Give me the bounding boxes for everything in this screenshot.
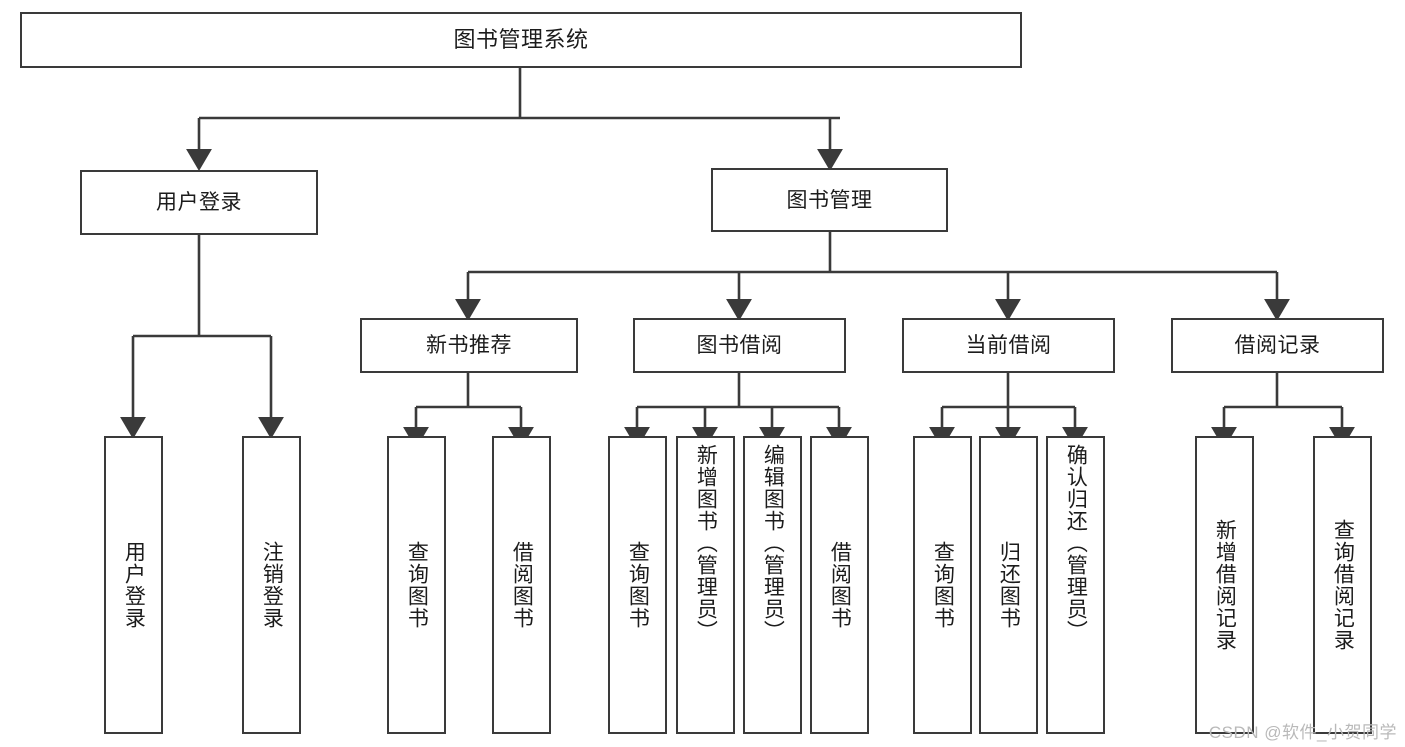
node-leaf-logout-login-label: 注销登录 (260, 541, 284, 629)
node-leaf-query-book-2[interactable]: 查询图书 (608, 436, 667, 734)
node-leaf-add-book-label: 新增图书（管理员） (694, 444, 718, 642)
node-leaf-query-book-1-label: 查询图书 (405, 541, 429, 629)
node-leaf-add-book[interactable]: 新增图书（管理员） (676, 436, 735, 734)
node-leaf-borrow-book-1[interactable]: 借阅图书 (492, 436, 551, 734)
node-leaf-return-book-label: 归还图书 (997, 541, 1021, 629)
node-current-borrow[interactable]: 当前借阅 (902, 318, 1115, 373)
node-leaf-query-record[interactable]: 查询借阅记录 (1313, 436, 1372, 734)
node-new-book-recommend[interactable]: 新书推荐 (360, 318, 578, 373)
node-leaf-borrow-book-2-label: 借阅图书 (828, 541, 852, 629)
node-leaf-edit-book-label: 编辑图书（管理员） (761, 444, 785, 642)
node-leaf-query-record-label: 查询借阅记录 (1331, 519, 1355, 651)
node-current-borrow-label: 当前借阅 (965, 334, 1052, 357)
node-new-book-recommend-label: 新书推荐 (426, 334, 512, 357)
node-leaf-query-book-3-label: 查询图书 (931, 541, 955, 629)
node-leaf-user-login-label: 用户登录 (122, 541, 146, 629)
node-leaf-add-record[interactable]: 新增借阅记录 (1195, 436, 1254, 734)
csdn-watermark: CSDN @软件_小贺同学 (1208, 723, 1397, 742)
node-leaf-query-book-3[interactable]: 查询图书 (913, 436, 972, 734)
node-leaf-edit-book[interactable]: 编辑图书（管理员） (743, 436, 802, 734)
node-leaf-borrow-book-2[interactable]: 借阅图书 (810, 436, 869, 734)
node-book-borrow[interactable]: 图书借阅 (633, 318, 846, 373)
node-leaf-user-login[interactable]: 用户登录 (104, 436, 163, 734)
node-book-borrow-label: 图书借阅 (696, 334, 783, 357)
node-leaf-return-book[interactable]: 归还图书 (979, 436, 1038, 734)
node-user-login-label: 用户登录 (156, 191, 242, 214)
node-leaf-borrow-book-1-label: 借阅图书 (510, 541, 534, 629)
node-borrow-record[interactable]: 借阅记录 (1171, 318, 1384, 373)
node-leaf-confirm-return[interactable]: 确认归还（管理员） (1046, 436, 1105, 734)
node-root-system-label: 图书管理系统 (453, 27, 589, 52)
node-book-manage-label: 图书管理 (786, 188, 873, 212)
node-borrow-record-label: 借阅记录 (1234, 334, 1321, 357)
node-leaf-confirm-return-label: 确认归还（管理员） (1064, 444, 1088, 642)
node-book-manage[interactable]: 图书管理 (711, 168, 948, 232)
node-leaf-query-book-1[interactable]: 查询图书 (387, 436, 446, 734)
node-user-login[interactable]: 用户登录 (80, 170, 318, 235)
node-leaf-add-record-label: 新增借阅记录 (1213, 519, 1237, 651)
node-leaf-query-book-2-label: 查询图书 (626, 541, 650, 629)
node-leaf-logout-login[interactable]: 注销登录 (242, 436, 301, 734)
node-root-system[interactable]: 图书管理系统 (20, 12, 1022, 68)
